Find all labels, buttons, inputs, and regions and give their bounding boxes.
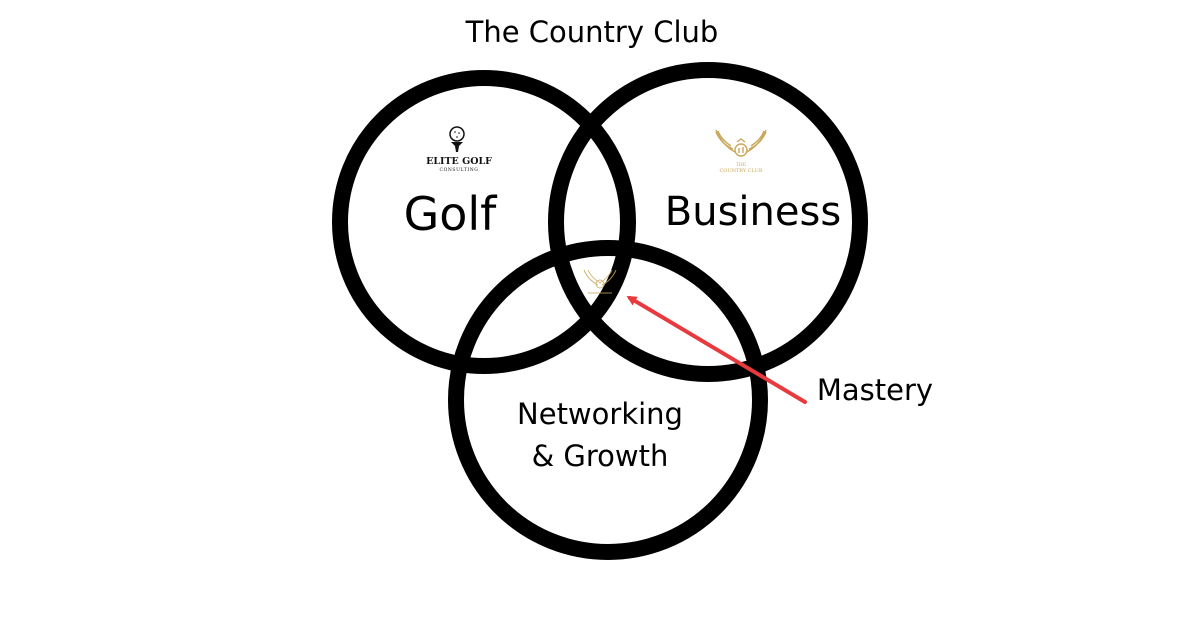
diagram-title: The Country Club <box>465 15 719 49</box>
country-club-logo: THE COUNTRY CLUB <box>715 129 767 174</box>
center-crest-wings-icon <box>583 269 617 286</box>
mastery-arrow <box>626 295 807 404</box>
country-club-logo-line1: THE <box>736 162 746 168</box>
country-club-logo-line2: COUNTRY CLUB <box>719 168 762 174</box>
business-label: Business <box>665 189 841 235</box>
networking-label-line1: Networking <box>517 397 683 431</box>
golf-ball-tee-icon <box>449 126 465 152</box>
golf-label: Golf <box>404 187 499 241</box>
elite-golf-logo-line2: CONSULTING <box>440 167 479 173</box>
center-crest-logo <box>583 269 617 294</box>
business-circle <box>548 62 868 382</box>
networking-circle <box>448 240 768 560</box>
elite-golf-logo: ELITE GOLF CONSULTING <box>426 126 492 173</box>
elite-golf-logo-line1: ELITE GOLF <box>426 156 492 167</box>
golf-circle <box>332 70 636 374</box>
winged-crest-icon <box>715 129 767 157</box>
networking-label-line2: & Growth <box>532 439 669 473</box>
center-crest-emblem-icon <box>595 279 605 289</box>
mastery-label: Mastery <box>817 373 933 407</box>
